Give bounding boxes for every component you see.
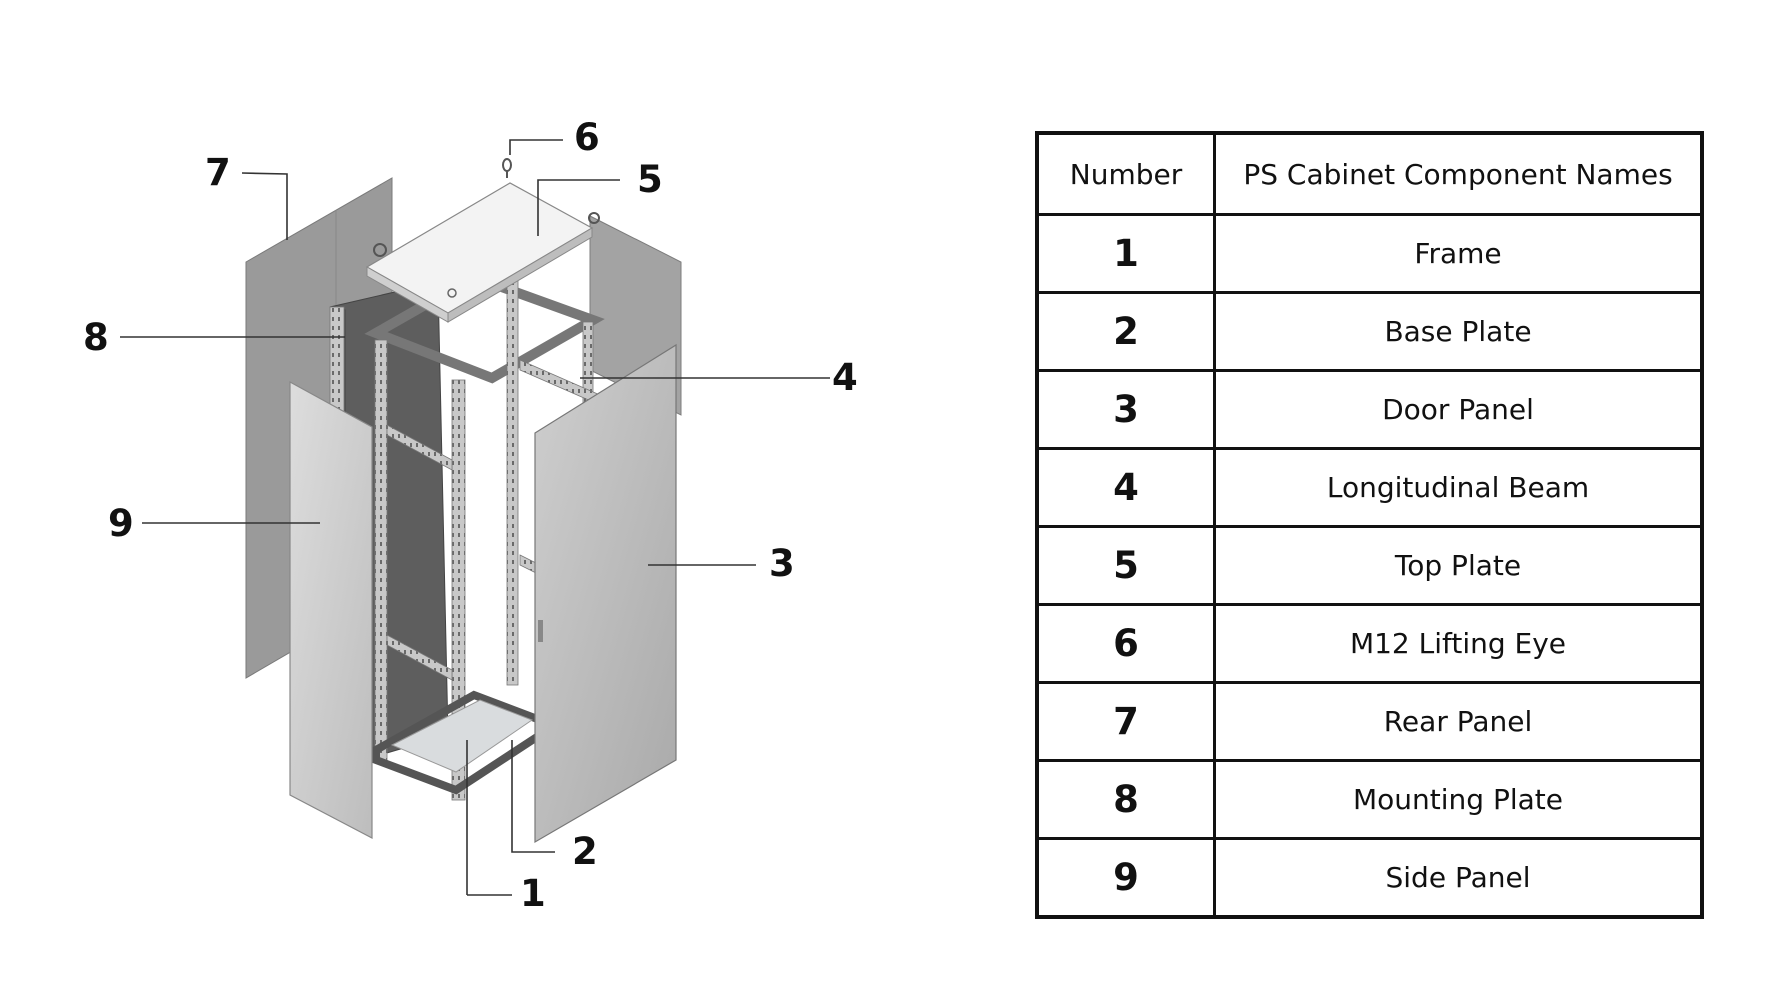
table-row: 1 Frame [1035,213,1704,294]
row-number: 9 [1035,837,1216,919]
callout-4: 4 [832,356,858,399]
exploded-cabinet-diagram: 1 2 3 4 5 6 7 8 9 [83,116,858,915]
callout-5: 5 [637,158,663,201]
row-component-name: Side Panel [1213,837,1704,919]
row-number: 2 [1035,291,1216,372]
row-number: 5 [1035,525,1216,606]
door-panel [534,343,677,844]
leader-lines [120,139,830,896]
top-plate [365,182,594,323]
row-component-name: Mounting Plate [1213,759,1704,840]
leader-2 [511,740,555,853]
table-row: 2 Base Plate [1035,291,1704,372]
callout-9: 9 [108,502,134,545]
row-number: 7 [1035,681,1216,762]
row-component-name: Door Panel [1213,369,1704,450]
header-number: Number [1035,131,1216,216]
row-number: 1 [1035,213,1216,294]
table-row: 4 Longitudinal Beam [1035,447,1704,528]
side-panel [289,380,373,839]
row-number: 3 [1035,369,1216,450]
table-header-row: Number PS Cabinet Component Names [1035,131,1704,216]
leader-5 [537,179,620,236]
table-row: 7 Rear Panel [1035,681,1704,762]
component-table: Number PS Cabinet Component Names 1 Fram… [1035,131,1704,919]
row-component-name: M12 Lifting Eye [1213,603,1704,684]
row-number: 4 [1035,447,1216,528]
header-component-names: PS Cabinet Component Names [1213,131,1704,216]
row-component-name: Rear Panel [1213,681,1704,762]
row-component-name: Base Plate [1213,291,1704,372]
row-number: 8 [1035,759,1216,840]
leader-6 [509,139,563,155]
callout-7: 7 [205,151,231,194]
callout-3: 3 [769,542,795,585]
callout-8: 8 [83,316,109,359]
leader-7 [241,172,288,240]
callout-2: 2 [572,830,598,873]
table-row: 8 Mounting Plate [1035,759,1704,840]
lifting-eye [502,158,512,178]
table-row: 6 M12 Lifting Eye [1035,603,1704,684]
row-number: 6 [1035,603,1216,684]
row-component-name: Top Plate [1213,525,1704,606]
table-row: 3 Door Panel [1035,369,1704,450]
row-component-name: Longitudinal Beam [1213,447,1704,528]
callout-6: 6 [574,116,600,159]
table-row: 9 Side Panel [1035,837,1704,919]
base-plate [390,699,534,773]
callout-1: 1 [520,872,546,915]
row-component-name: Frame [1213,213,1704,294]
table-row: 5 Top Plate [1035,525,1704,606]
